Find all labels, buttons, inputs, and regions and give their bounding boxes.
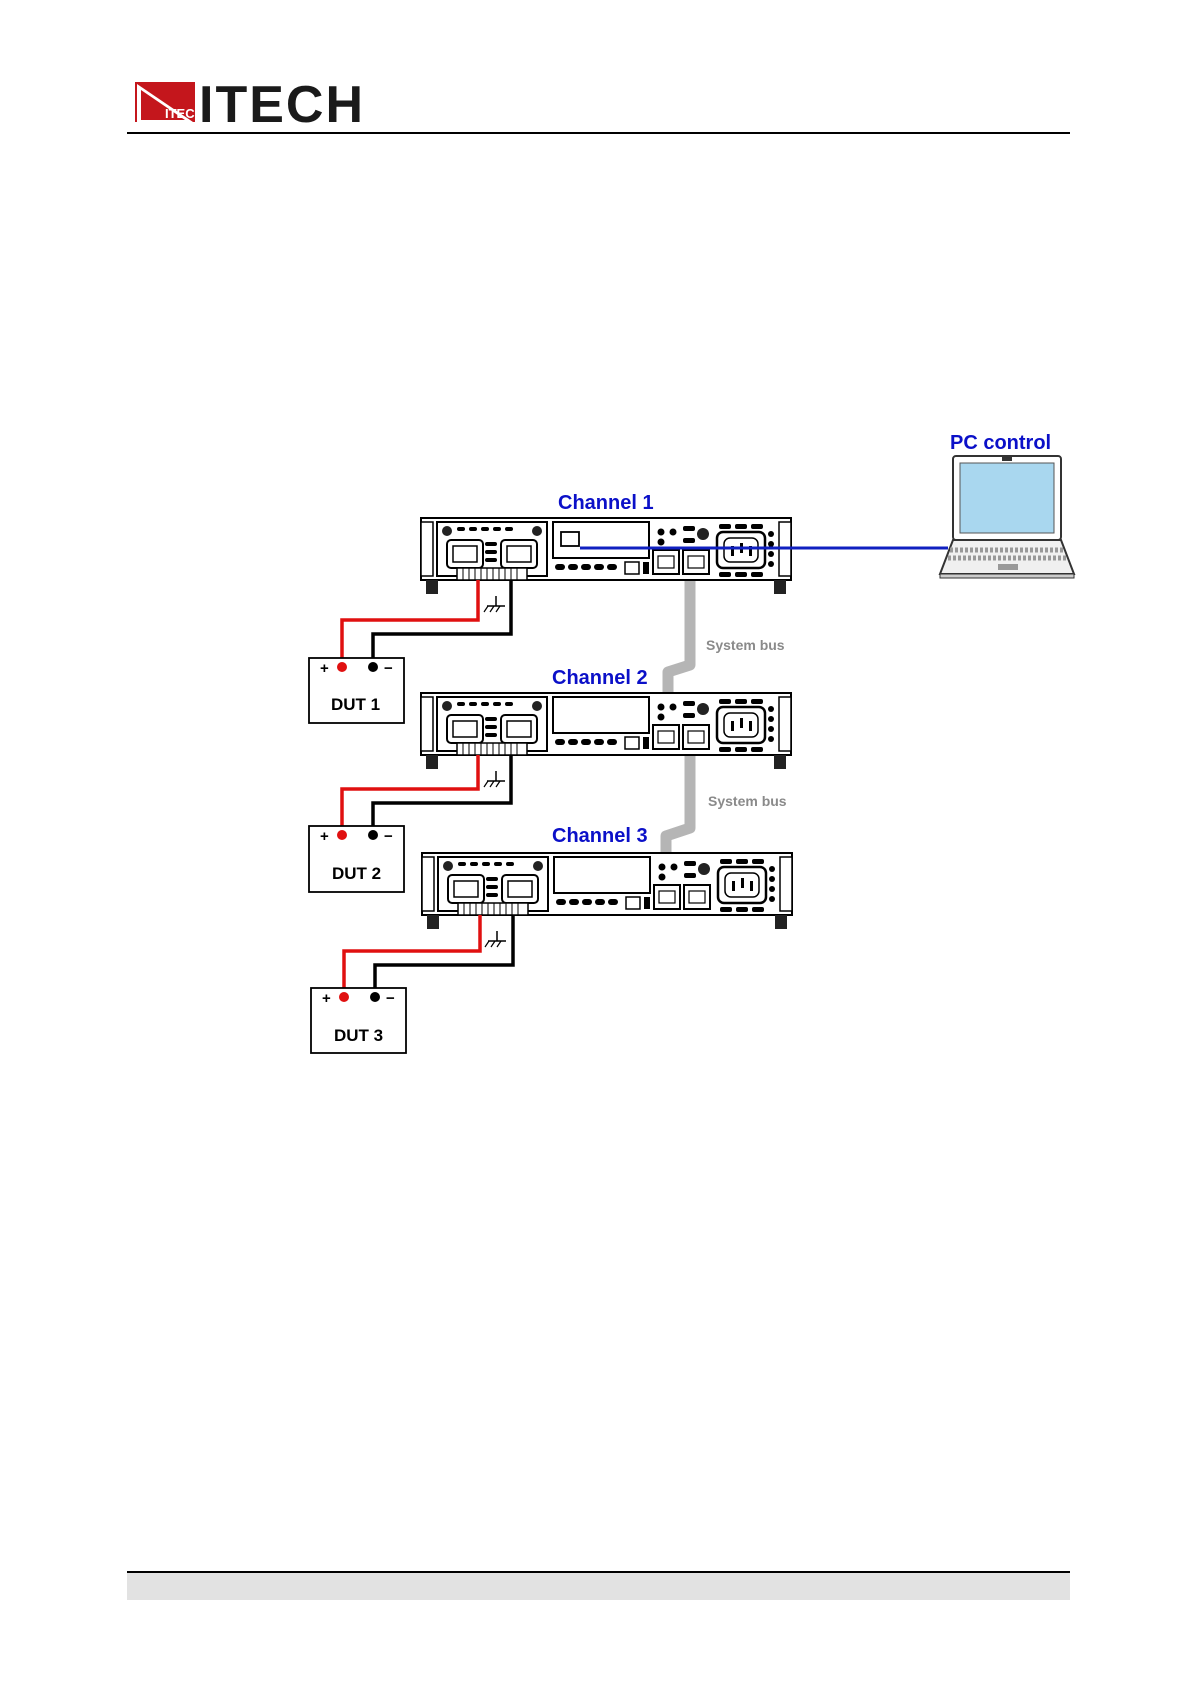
dut-2-label: DUT 2 — [332, 864, 381, 883]
positive-wire-1 — [342, 580, 478, 667]
negative-wire-1 — [373, 580, 511, 667]
laptop-icon — [940, 456, 1074, 578]
system-bus-label-2: System bus — [708, 793, 787, 809]
ground-symbol-icon — [484, 771, 505, 787]
channel-3-label: Channel 3 — [552, 825, 648, 847]
dut-1-label: DUT 1 — [331, 695, 380, 714]
negative-wire-2 — [373, 755, 511, 835]
dut-3-minus: − — [386, 990, 395, 1007]
dut-1-plus: + — [320, 660, 329, 677]
dut-1-minus: − — [384, 660, 393, 677]
dut-3-label: DUT 3 — [334, 1026, 383, 1045]
instrument-rear-panel-icon — [422, 853, 792, 929]
dut-3-box: + − DUT 3 — [311, 988, 406, 1053]
ground-symbol-icon — [484, 596, 505, 612]
ground-symbol-icon — [485, 931, 506, 947]
footer-bar — [127, 1573, 1070, 1600]
dut-2-minus: − — [384, 828, 393, 845]
channel-1-label: Channel 1 — [558, 492, 654, 514]
positive-wire-3 — [344, 915, 480, 997]
pc-control-label: PC control — [950, 432, 1051, 454]
dut-3-plus: + — [322, 990, 331, 1007]
dut-2-box: + − DUT 2 — [309, 826, 404, 892]
dut-1-box: + − DUT 1 — [309, 658, 404, 723]
dut-2-plus: + — [320, 828, 329, 845]
system-bus-label-1: System bus — [706, 637, 785, 653]
positive-wire-2 — [342, 755, 478, 835]
negative-wire-3 — [375, 915, 513, 997]
channel-2-label: Channel 2 — [552, 667, 648, 689]
